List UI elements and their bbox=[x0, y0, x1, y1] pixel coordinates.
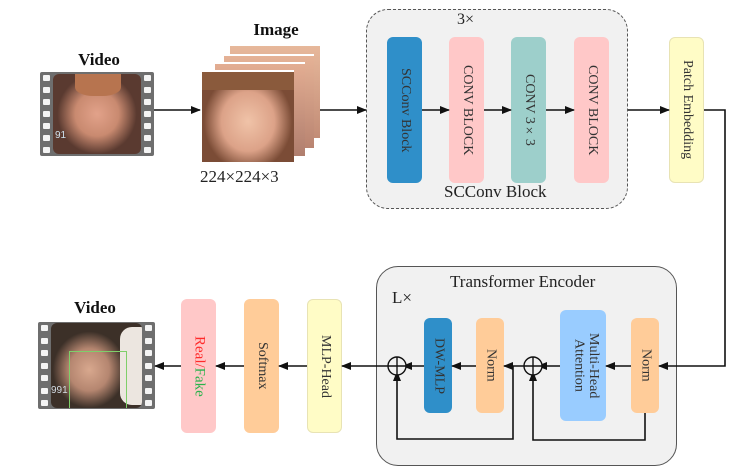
output-video-label: Video bbox=[74, 298, 116, 317]
image-size-label: 224×224×3 bbox=[200, 167, 279, 186]
input-video-label: Video bbox=[78, 50, 120, 69]
transformer-repeat-label: L× bbox=[392, 288, 412, 307]
hair bbox=[75, 74, 121, 96]
conv-block-1-label: CONV BLOCK bbox=[459, 64, 475, 156]
conv-block-1[interactable]: CONV BLOCK bbox=[449, 37, 484, 183]
conv-3x3-label: CONV 3×3 bbox=[521, 74, 537, 146]
film-holes-right bbox=[144, 75, 151, 153]
conv-block-2-label: CONV BLOCK bbox=[584, 64, 600, 156]
norm-2-label: Norm bbox=[483, 349, 499, 382]
plus-node-1 bbox=[523, 356, 543, 376]
separator: / bbox=[191, 363, 208, 368]
norm-1-label: Norm bbox=[638, 349, 654, 382]
image-hair bbox=[202, 72, 294, 90]
film-holes-left bbox=[41, 325, 48, 406]
softmax-label: Softmax bbox=[254, 342, 270, 390]
plus-node-2 bbox=[387, 356, 407, 376]
input-video-overlay: 91 bbox=[55, 130, 67, 141]
scconv-block[interactable]: SCConv Block bbox=[387, 37, 422, 183]
fake-label: Fake bbox=[191, 367, 208, 397]
conv-3x3-block[interactable]: CONV 3×3 bbox=[511, 37, 546, 183]
output-face-image: 991 bbox=[51, 323, 142, 408]
image-face-front bbox=[200, 70, 294, 162]
conv-block-2[interactable]: CONV BLOCK bbox=[574, 37, 609, 183]
real-fake-label: Real/Fake bbox=[191, 336, 207, 397]
norm-block-1[interactable]: Norm bbox=[631, 318, 659, 413]
patch-embedding-block[interactable]: Patch Embedding bbox=[669, 37, 704, 183]
scconv-group-title: SCConv Block bbox=[444, 182, 547, 201]
output-video-thumbnail: 991 bbox=[38, 322, 155, 409]
face-artifact bbox=[120, 327, 142, 405]
patch-embedding-label: Patch Embedding bbox=[679, 60, 695, 160]
mlp-head-block[interactable]: MLP-Head bbox=[307, 299, 342, 433]
dw-mlp-label: DW-MLP bbox=[431, 337, 447, 394]
mlp-head-label: MLP-Head bbox=[317, 334, 333, 398]
residual-1 bbox=[529, 371, 646, 441]
film-holes-left bbox=[43, 75, 50, 153]
multi-head-attention-label: Multi-Head Attention bbox=[571, 332, 601, 399]
image-label: Image bbox=[253, 20, 299, 39]
scconv-block-label: SCConv Block bbox=[397, 67, 413, 153]
real-fake-block[interactable]: Real/Fake bbox=[181, 299, 216, 433]
norm-block-2[interactable]: Norm bbox=[476, 318, 504, 413]
softmax-block[interactable]: Softmax bbox=[244, 299, 279, 433]
arrow-patch-to-norm1 bbox=[658, 109, 726, 370]
multi-head-attention-block[interactable]: Multi-Head Attention bbox=[560, 310, 606, 421]
input-video-thumbnail: 91 bbox=[40, 72, 154, 156]
film-holes-right bbox=[145, 325, 152, 406]
input-face-image: 91 bbox=[53, 74, 141, 154]
detection-box bbox=[69, 351, 127, 408]
transformer-title: Transformer Encoder bbox=[450, 272, 596, 291]
scconv-repeat-label: 3× bbox=[457, 11, 475, 28]
dw-mlp-block[interactable]: DW-MLP bbox=[424, 318, 452, 413]
residual-2 bbox=[393, 366, 514, 440]
real-label: Real bbox=[191, 335, 208, 364]
output-video-overlay: 991 bbox=[51, 385, 68, 396]
